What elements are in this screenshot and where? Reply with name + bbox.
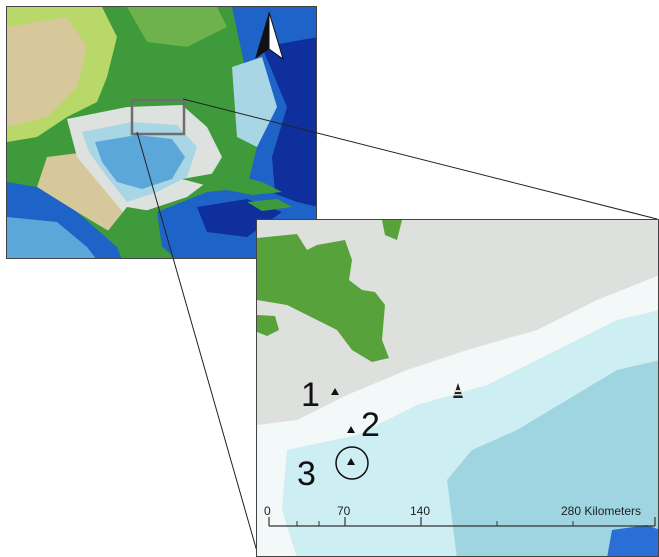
scale-label-140: 140 (410, 504, 431, 518)
north-arrow-icon (255, 11, 284, 61)
site-label-3: 3 (297, 455, 316, 493)
inset-map (256, 219, 659, 557)
inset-map-graphic (257, 220, 658, 556)
overview-land-mid-north (127, 7, 227, 47)
scale-bar (268, 517, 656, 527)
triangle-site-icon (331, 388, 339, 395)
triangle-site-icon (347, 426, 355, 433)
inset-slope-water (447, 360, 658, 556)
triangle-site-icon (347, 458, 355, 465)
platform-icon (453, 383, 463, 398)
overview-land-tan (7, 17, 87, 127)
scale-label-70: 70 (337, 504, 351, 518)
scale-label-280-kilometers: 280 Kilometers (561, 504, 642, 518)
scale-label-0: 0 (264, 504, 271, 518)
inset-vegetation-main (257, 234, 389, 362)
inset-vegetation-west (257, 315, 279, 336)
overview-pacific-shelf (7, 217, 96, 258)
circle-highlight-icon (335, 446, 369, 480)
site-label-2: 2 (361, 406, 380, 444)
site-label-1: 1 (301, 376, 320, 414)
inset-deep-patch (607, 525, 658, 556)
inset-vegetation-north (382, 220, 402, 240)
